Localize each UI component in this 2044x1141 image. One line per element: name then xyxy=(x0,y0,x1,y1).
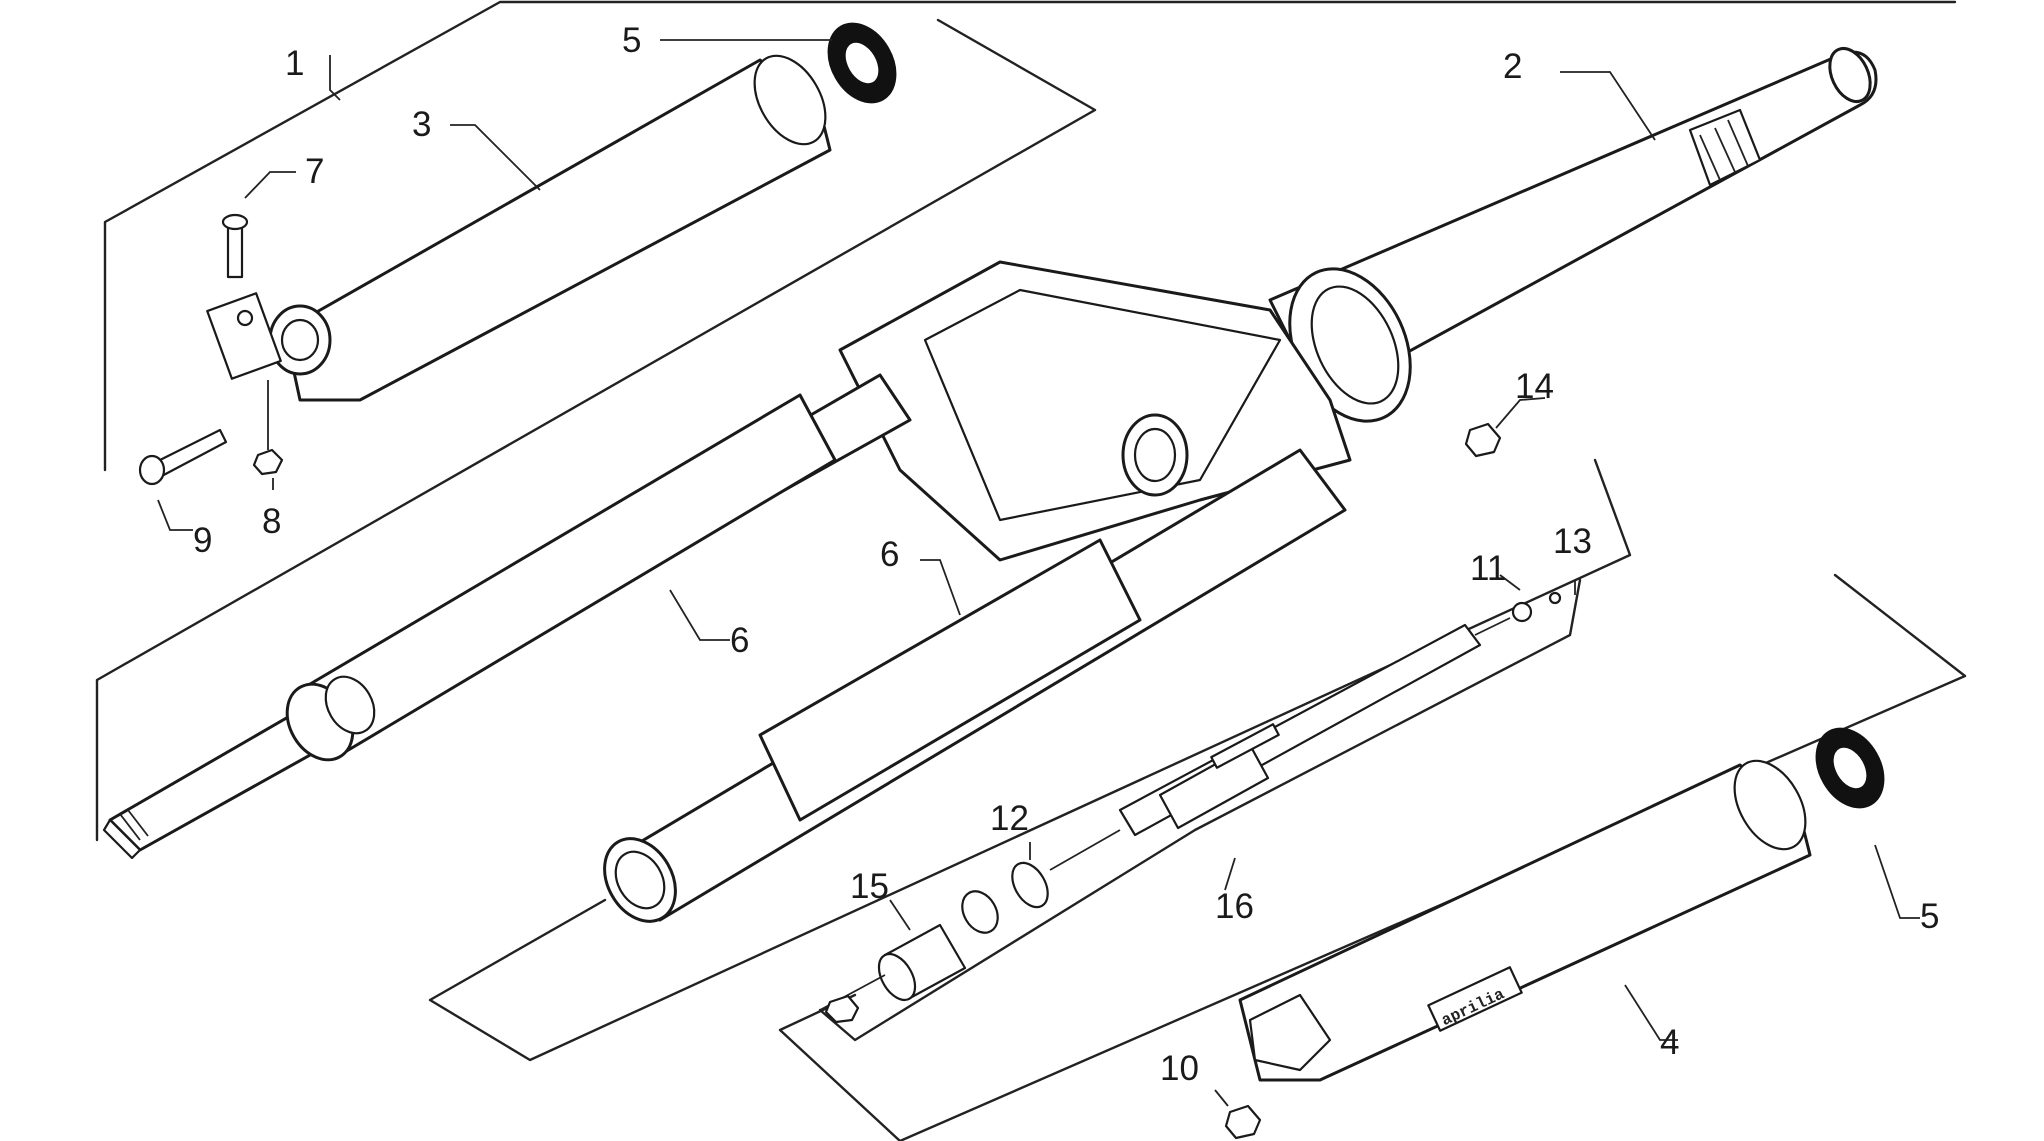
callout-6a: 6 xyxy=(730,621,749,660)
callout-numbers: 1 2 3 4 5 5 6 6 7 8 9 10 11 12 13 14 15 … xyxy=(193,21,1939,1088)
callout-9: 9 xyxy=(193,521,212,560)
callout-1: 1 xyxy=(285,44,304,83)
left-slider xyxy=(206,54,832,402)
stanchion-tube-right xyxy=(603,448,1347,923)
group-frames xyxy=(95,0,1967,1141)
damper-small-parts xyxy=(819,861,1049,1024)
frame-group-1 xyxy=(103,0,1957,472)
callout-5b: 5 xyxy=(1920,897,1939,936)
callout-4: 4 xyxy=(1660,1023,1679,1062)
callout-15: 15 xyxy=(850,867,889,906)
leader-lines xyxy=(157,39,1920,1107)
callout-3: 3 xyxy=(412,105,431,144)
callout-14: 14 xyxy=(1515,367,1554,406)
callout-12: 12 xyxy=(990,799,1029,838)
callout-11: 11 xyxy=(1470,549,1506,588)
callout-2: 2 xyxy=(1503,47,1522,86)
callout-8: 8 xyxy=(262,502,281,541)
callout-7: 7 xyxy=(305,152,324,191)
fasteners xyxy=(138,213,1502,1140)
callout-16: 16 xyxy=(1215,887,1254,926)
fork-crown xyxy=(838,260,1352,562)
frame-tubes xyxy=(428,458,1632,1062)
frame-right-slider xyxy=(778,573,1967,1141)
stanchion-tube-left xyxy=(102,373,912,860)
frame-left-leg xyxy=(95,18,1097,842)
dust-seals xyxy=(827,22,1885,809)
callout-6b: 6 xyxy=(880,535,899,574)
right-slider: aprilia xyxy=(1238,759,1812,1082)
callout-10: 10 xyxy=(1160,1049,1199,1088)
callout-13: 13 xyxy=(1553,522,1592,561)
callout-5a: 5 xyxy=(622,21,641,60)
frame-damper xyxy=(818,578,1582,1042)
steering-stem xyxy=(1268,47,1878,423)
damper-cartridge xyxy=(1049,591,1562,871)
